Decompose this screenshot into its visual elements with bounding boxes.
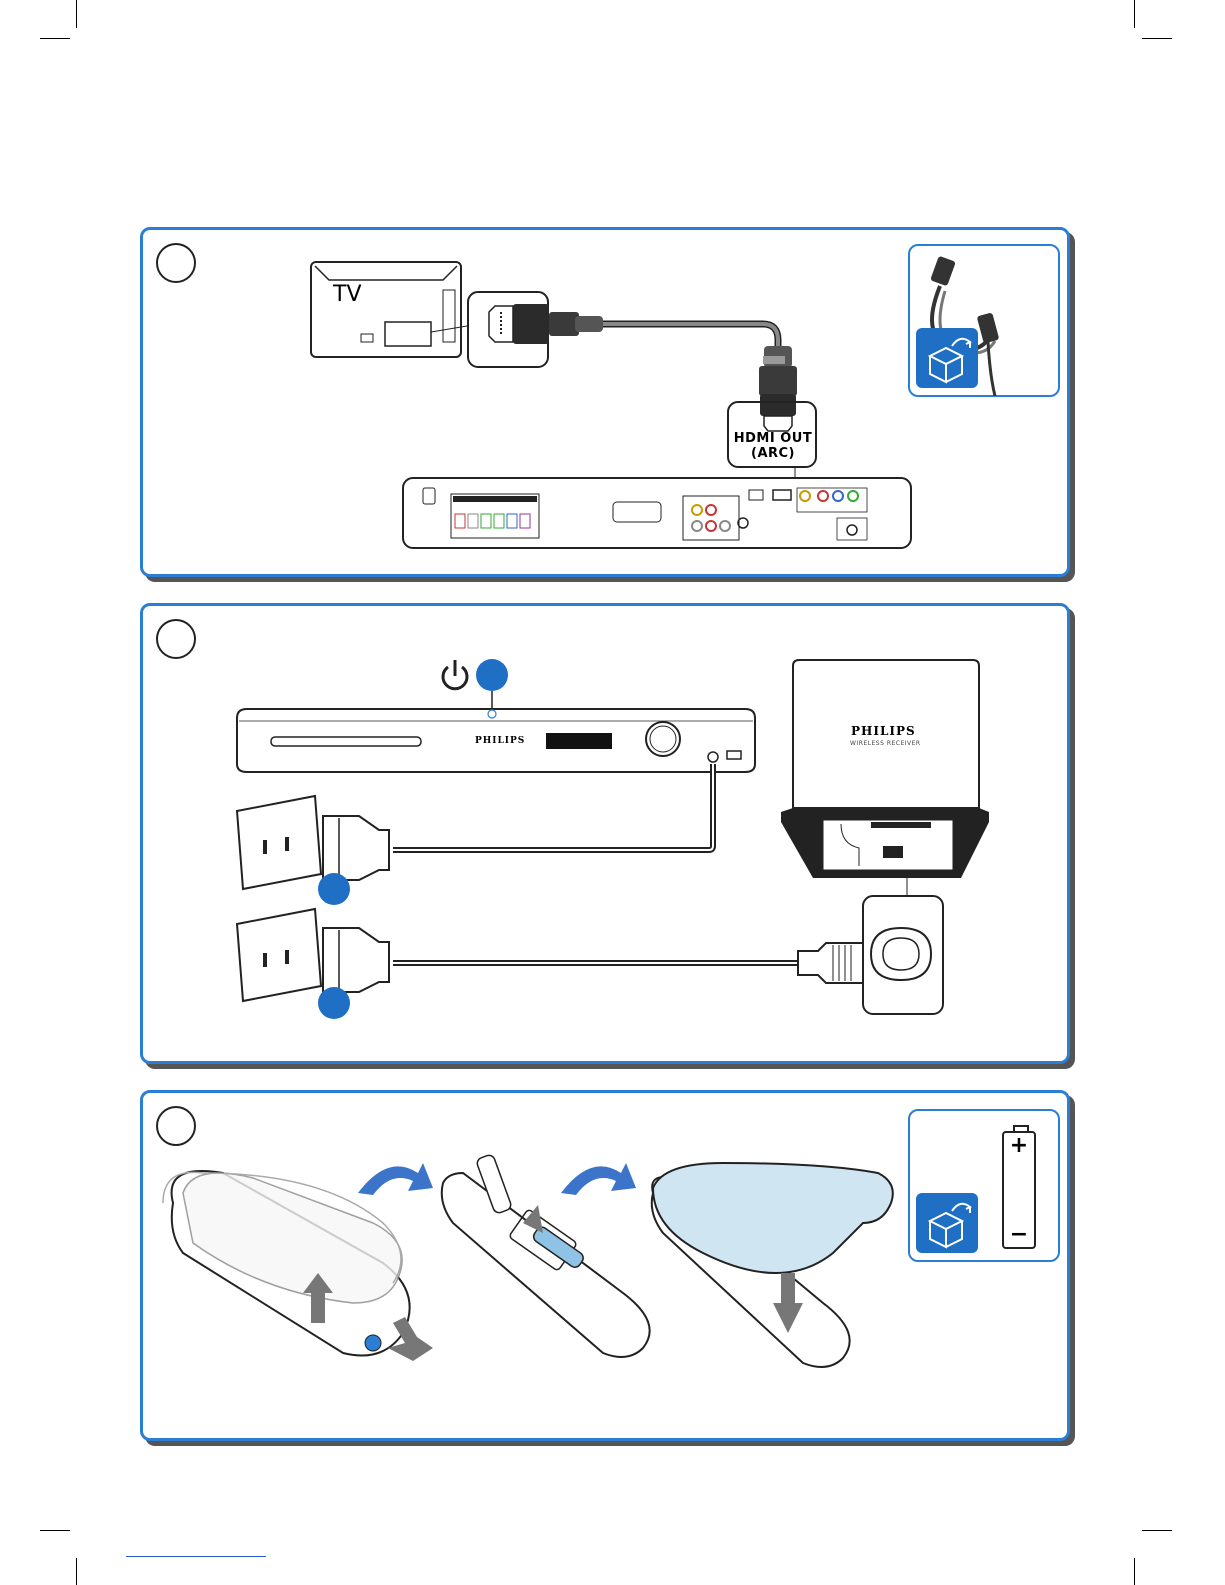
remote-open-cover — [163, 1171, 433, 1361]
battery-minus-sign: − — [1004, 1222, 1034, 1247]
hdmi-out-label-line1: HDMI OUT — [733, 431, 813, 446]
crop-mark — [40, 38, 70, 39]
player-brand-logo: PHILIPS — [475, 736, 525, 746]
hdmi-out-label-line2: (ARC) — [733, 446, 813, 461]
inset-hdmi-cable-included — [908, 244, 1060, 397]
battery-plus-sign: + — [1004, 1133, 1034, 1158]
tv-label: TV — [333, 282, 362, 307]
battery-terminal — [1013, 1125, 1029, 1133]
crop-mark — [40, 1530, 70, 1531]
panel-power-connection: PHILIPS PHILIPS WIRELESS RECEIVER — [140, 603, 1070, 1064]
battery-icon: + − — [1002, 1131, 1036, 1249]
inset-batteries-included: + − — [908, 1109, 1060, 1262]
wall-socket-1 — [237, 796, 389, 889]
power-icon — [443, 660, 467, 689]
step-badge-c — [318, 987, 350, 1019]
crop-mark — [1142, 1530, 1172, 1531]
panel-remote-battery: + − — [140, 1090, 1070, 1441]
crop-mark — [1134, 1558, 1135, 1585]
wireless-receiver-illustration — [781, 660, 989, 878]
box-contents-icon — [916, 1193, 978, 1253]
step-badge-b — [318, 873, 350, 905]
crop-mark — [76, 1558, 77, 1585]
hdmi-plug-tv — [489, 304, 603, 344]
receiver-subtitle: WIRELESS RECEIVER — [850, 740, 921, 747]
panel-hdmi-connection: TV HDMI OUT (ARC) — [140, 227, 1070, 577]
footer-rule — [126, 1556, 266, 1557]
crop-mark — [1134, 0, 1135, 28]
step-badge-a — [476, 659, 508, 691]
remote-close-cover — [652, 1163, 893, 1367]
box-contents-icon — [916, 328, 978, 388]
power-diagram — [143, 606, 1067, 1061]
tv-back-illustration — [311, 262, 473, 357]
wall-socket-2 — [237, 909, 389, 1001]
crop-mark — [76, 0, 77, 28]
receiver-power-plug — [798, 943, 866, 983]
receiver-brand-logo: PHILIPS — [851, 724, 916, 738]
box-contents-glyph — [916, 1193, 978, 1253]
hdmi-plug-player — [759, 346, 797, 431]
crop-mark — [1142, 38, 1172, 39]
player-rear-panel — [403, 478, 911, 548]
box-contents-glyph — [916, 328, 978, 388]
hdmi-out-label: HDMI OUT (ARC) — [733, 431, 813, 461]
